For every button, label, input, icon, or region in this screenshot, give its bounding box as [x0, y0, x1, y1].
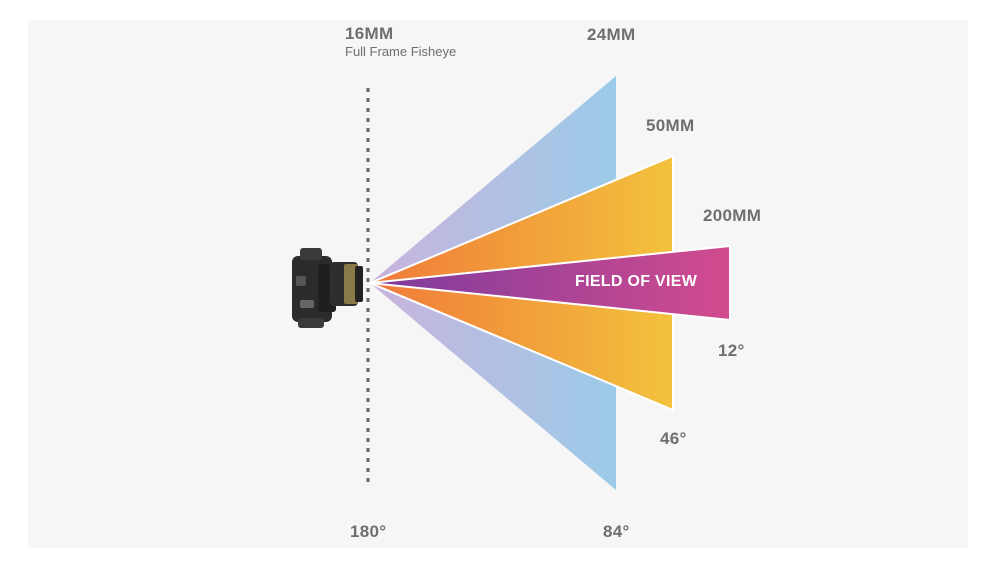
label-16mm: 16MM — [345, 24, 394, 43]
angle-46: 46° — [660, 429, 687, 448]
angle-12: 12° — [718, 341, 745, 360]
field-of-view-label: FIELD OF VIEW — [575, 273, 698, 290]
wedge-200mm — [369, 244, 731, 322]
label-200mm: 200MM — [703, 206, 762, 225]
label-50mm: 50MM — [646, 116, 695, 135]
label-24mm: 24MM — [587, 25, 636, 44]
angle-84: 84° — [603, 522, 630, 541]
label-fisheye-description: Full Frame Fisheye — [345, 44, 457, 59]
angle-180: 180° — [350, 522, 387, 541]
camera-icon — [292, 248, 363, 328]
